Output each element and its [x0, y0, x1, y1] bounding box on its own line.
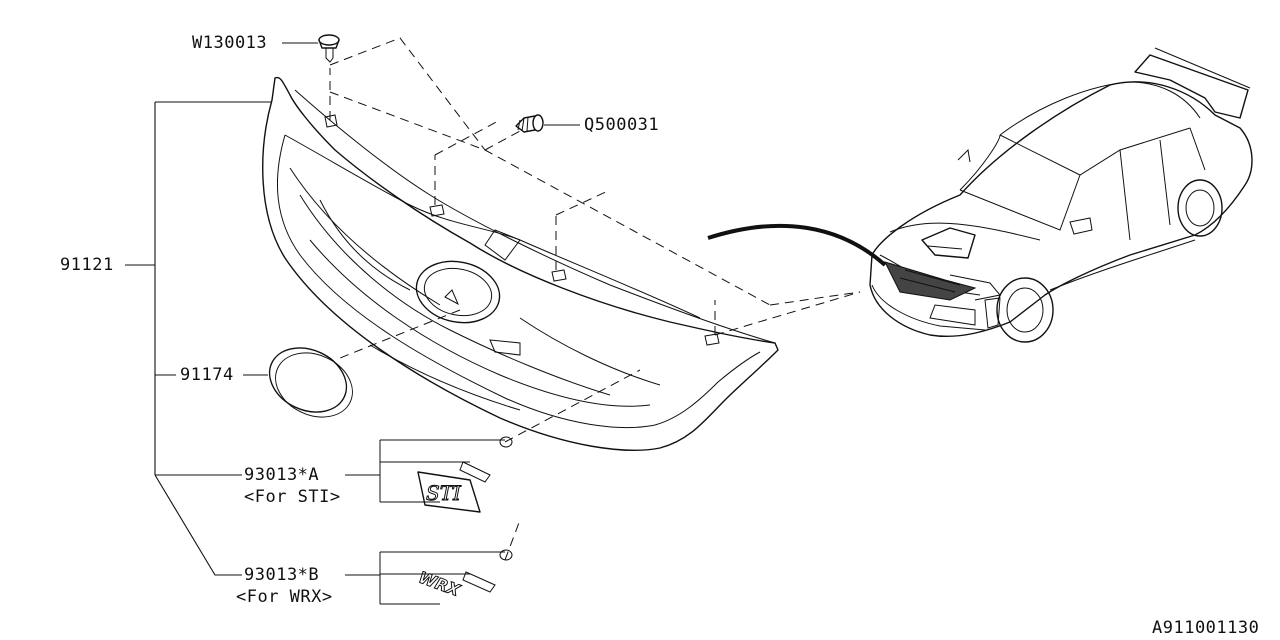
- callout-q500031: Q500031: [584, 115, 660, 135]
- location-arrow: [707, 223, 887, 267]
- screw-part: [515, 114, 544, 133]
- callout-91121: 91121: [60, 255, 114, 275]
- callout-93013b: 93013*B: [244, 565, 320, 585]
- callout-w130013: W130013: [192, 33, 268, 53]
- sti-badge-part: STI: [379, 436, 513, 513]
- callout-93013a-note: <For STI>: [244, 487, 341, 507]
- diagram-id: A911001130: [1152, 618, 1260, 638]
- callout-93013a: 93013*A: [244, 465, 320, 485]
- wrx-badge-part: WRX: [379, 549, 513, 605]
- callout-93013b-note: <For WRX>: [236, 587, 333, 607]
- callout-91174: 91174: [180, 365, 234, 385]
- front-grille: [262, 76, 779, 451]
- assembly-guide-lines: [329, 37, 861, 561]
- car-illustration: [869, 47, 1253, 343]
- clip-part: [318, 34, 340, 63]
- wrx-badge-lettering: WRX: [416, 568, 463, 601]
- sti-badge-lettering: STI: [426, 481, 462, 505]
- emblem-part: [268, 347, 353, 418]
- leader-lines: [125, 42, 580, 576]
